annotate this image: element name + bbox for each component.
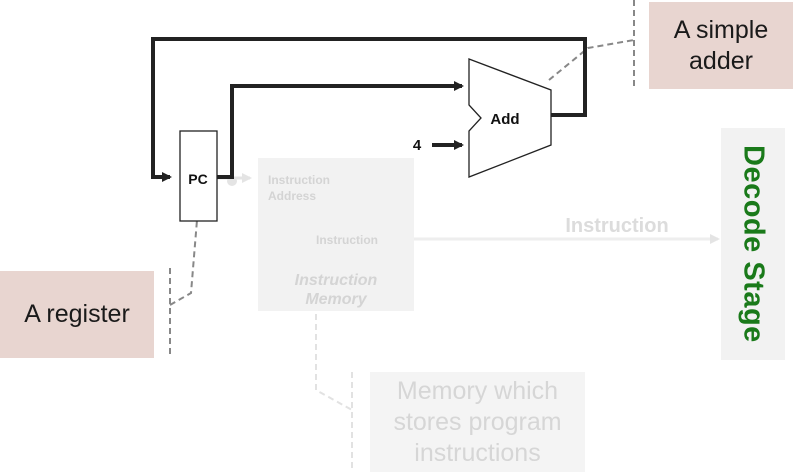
imem-name-label-2: Memory [305,291,367,308]
imem-name-label-1: Instruction [295,272,378,289]
adder-label: Add [490,111,519,128]
adder-feedback-wire [151,37,587,182]
adder-block [468,58,552,178]
pc-to-adder-wire [217,81,464,179]
memory-callout-leader [315,314,353,472]
register-callout-text: A register [24,300,130,328]
imem-address-label-2: Address [268,189,316,203]
adder-callout: A simple adder [649,2,793,89]
memory-callout-line-3: instructions [414,438,541,467]
instruction-wire-label: Instruction [565,215,668,237]
imem-output-label: Instruction [316,233,378,247]
constant-four-label: 4 [413,137,422,154]
memory-callout-line-2: stores program [393,407,562,436]
instruction-memory-block [258,158,414,311]
memory-callout: Memory which stores program instructions [370,372,585,472]
decode-stage-box: Decode Stage [721,128,785,360]
decode-stage-label: Decode Stage [737,145,770,343]
pc-register [179,130,218,222]
pc-label: PC [188,171,207,187]
imem-address-label-1: Instruction [268,173,330,187]
register-callout-leader [169,219,198,358]
register-callout: A register [0,271,154,358]
adder-callout-line-1: A simple [673,15,769,44]
memory-callout-line-1: Memory which [396,376,559,405]
adder-callout-line-2: adder [689,46,753,75]
adder-callout-leader [548,0,635,90]
